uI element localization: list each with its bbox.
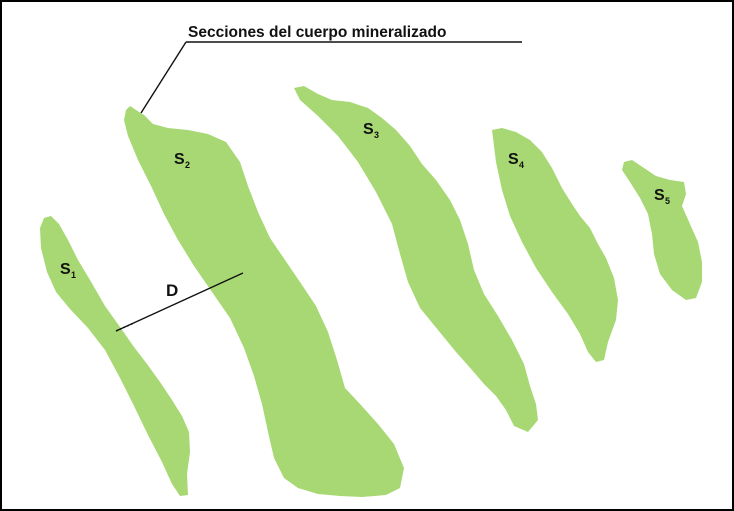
diagram-title: Secciones del cuerpo mineralizado — [188, 24, 446, 41]
section-subscript: 1 — [71, 270, 76, 280]
distance-line — [115, 272, 244, 332]
section-label-s3: S 3 — [363, 121, 379, 140]
section-label-s4: S 4 — [508, 151, 524, 170]
section-s3-shape — [294, 86, 538, 432]
section-label-s1: S 1 — [60, 261, 76, 280]
section-s2-shape — [124, 106, 404, 497]
distance-line-end-tick — [115, 322, 135, 332]
section-letter: S — [174, 151, 185, 168]
section-subscript: 4 — [519, 160, 524, 170]
section-subscript: 3 — [374, 130, 379, 140]
section-letter: S — [363, 121, 374, 138]
section-s5-shape — [622, 160, 702, 300]
section-subscript: 5 — [665, 196, 670, 206]
title-leader-line — [140, 41, 187, 114]
section-label-s5: S 5 — [654, 187, 670, 206]
section-s1-shape — [40, 216, 190, 496]
section-label-s2: S 2 — [174, 151, 190, 170]
section-s4-shape — [492, 128, 618, 362]
section-letter: S — [654, 187, 665, 204]
section-letter: S — [508, 151, 519, 168]
section-subscript: 2 — [185, 160, 190, 170]
distance-label: D — [166, 281, 178, 300]
section-letter: S — [60, 261, 71, 278]
